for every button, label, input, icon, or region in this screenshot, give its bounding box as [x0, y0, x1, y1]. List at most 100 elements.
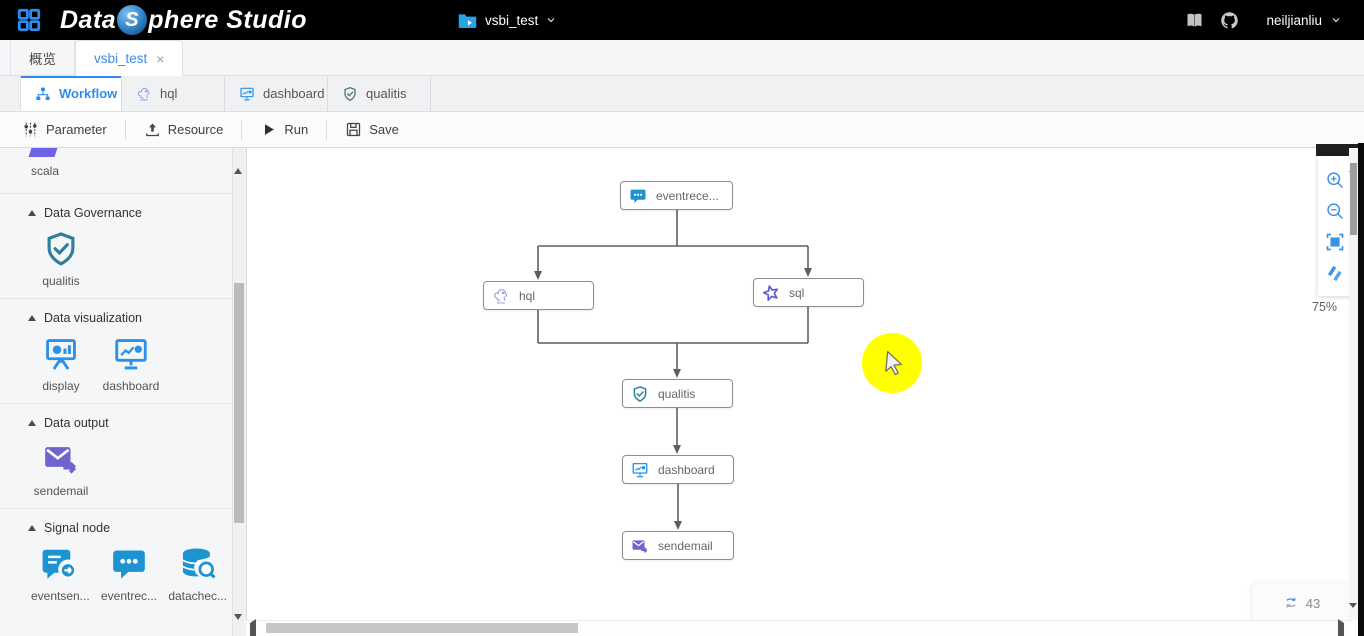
hive-icon	[492, 287, 510, 305]
section-title: Data visualization	[44, 311, 142, 325]
section-title: Signal node	[44, 521, 111, 535]
section-data-visualization[interactable]: Data visualization	[0, 299, 232, 329]
app-grid-menu-icon[interactable]	[16, 7, 42, 33]
resource-button[interactable]: Resource	[140, 121, 228, 138]
tab-overview[interactable]: 概览	[10, 40, 75, 75]
collapse-caret-icon	[28, 525, 36, 531]
parameter-button[interactable]: Parameter	[18, 121, 111, 138]
bubble-dots-icon	[629, 187, 647, 205]
palette-item-sendemail[interactable]: sendemail	[26, 440, 96, 498]
palette-item-eventsender[interactable]: eventsen...	[26, 545, 95, 603]
logo-text-1: Data	[60, 5, 117, 34]
workflow-node-qualitis[interactable]: qualitis	[622, 379, 733, 408]
sliders-icon	[22, 121, 39, 138]
workflow-node-sql[interactable]: sql	[753, 278, 864, 307]
sidebar-scroll-down-arrow[interactable]	[234, 614, 242, 636]
palette-item-dashboard[interactable]: dashboard	[96, 335, 166, 393]
canvas-scroll-right-arrow[interactable]	[1338, 619, 1344, 636]
zoom-level: 75%	[1312, 300, 1338, 314]
auto-layout-icon[interactable]	[1325, 263, 1345, 283]
tab-dashboard-label: dashboard	[263, 86, 325, 101]
tab-qualitis[interactable]: qualitis	[328, 76, 431, 111]
node-label: sendemail	[658, 538, 713, 553]
resource-label: Resource	[167, 122, 224, 137]
tab-vsbi-test[interactable]: vsbi_test ×	[75, 40, 184, 76]
tab-hql[interactable]: hql	[122, 76, 225, 111]
project-name: vsbi_test	[484, 12, 539, 28]
save-button[interactable]: Save	[341, 121, 403, 138]
section-title: Data output	[44, 416, 109, 430]
canvas-scroll-left-arrow[interactable]	[250, 619, 256, 636]
zoom-out-icon[interactable]	[1325, 201, 1345, 221]
node-label: dashboard	[658, 462, 715, 477]
run-button[interactable]: Run	[256, 121, 312, 138]
hive-icon	[136, 86, 152, 102]
node-label: eventrece...	[656, 188, 719, 203]
monitor-chart-icon	[631, 461, 649, 479]
workflow-node-hql[interactable]: hql	[483, 281, 594, 310]
canvas-zoom-panel	[1318, 156, 1352, 296]
palette-item-label: datachec...	[168, 589, 228, 603]
username: neiljianliu	[1266, 12, 1322, 28]
zoom-in-icon[interactable]	[1325, 170, 1345, 190]
mouse-cursor-icon	[884, 350, 906, 378]
tab-dashboard[interactable]: dashboard	[225, 76, 328, 111]
version-counter-card[interactable]: 43	[1252, 583, 1350, 623]
palette-item-label: sendemail	[33, 484, 89, 498]
tab-workflow-label: Workflow	[59, 86, 118, 101]
parameter-label: Parameter	[46, 122, 107, 137]
sidebar-scroll-up-arrow[interactable]	[234, 151, 242, 174]
monitor-chart-icon	[112, 335, 150, 373]
docs-book-icon[interactable]	[1184, 10, 1205, 31]
org-chart-icon	[35, 86, 51, 102]
collapse-caret-icon	[28, 210, 36, 216]
shield-check-icon	[631, 385, 649, 403]
canvas-vertical-scrollbar-thumb[interactable]	[1350, 163, 1357, 235]
user-menu[interactable]: neiljianliu	[1266, 13, 1342, 28]
database-search-icon	[179, 545, 217, 583]
section-data-governance[interactable]: Data Governance	[0, 194, 232, 224]
fit-screen-icon[interactable]	[1325, 232, 1345, 252]
node-palette-sidebar: scala Data Governance qualitis Data visu…	[0, 148, 232, 636]
tab-hql-label: hql	[160, 86, 178, 101]
workflow-node-sendemail[interactable]: sendemail	[622, 531, 734, 560]
tab-vsbi-test-label: vsbi_test	[94, 51, 148, 66]
chevron-down-icon	[545, 14, 557, 26]
shield-check-icon	[42, 230, 80, 268]
workflow-node-dashboard[interactable]: dashboard	[622, 455, 734, 484]
window-edge	[1358, 143, 1364, 636]
monitor-chart-icon	[239, 86, 255, 102]
palette-item-label: eventsen...	[30, 589, 90, 603]
workflow-node-eventreceiver[interactable]: eventrece...	[620, 181, 733, 210]
tab-workflow[interactable]: Workflow	[21, 76, 122, 111]
workflow-canvas[interactable]	[246, 148, 1349, 620]
palette-item-datachecker[interactable]: datachec...	[163, 545, 232, 603]
palette-item-qualitis[interactable]: qualitis	[26, 230, 96, 288]
project-selector[interactable]: vsbi_test	[457, 10, 557, 31]
node-label: sql	[789, 285, 805, 300]
close-icon[interactable]: ×	[156, 50, 165, 67]
logo-text-2: phere Studio	[148, 5, 307, 34]
spark-star-icon	[762, 284, 780, 302]
palette-item-scala-label[interactable]: scala	[30, 164, 59, 178]
github-icon[interactable]	[1219, 10, 1240, 31]
section-data-output[interactable]: Data output	[0, 404, 232, 434]
canvas-vertical-scrollbar[interactable]	[1349, 148, 1358, 620]
save-label: Save	[369, 122, 399, 137]
palette-item-eventreceiver[interactable]: eventrec...	[95, 545, 164, 603]
section-signal-node[interactable]: Signal node	[0, 509, 232, 539]
logo-sphere-icon: S	[117, 5, 148, 35]
palette-item-display[interactable]: display	[26, 335, 96, 393]
tab-qualitis-label: qualitis	[366, 86, 407, 101]
sidebar-scrollbar-thumb[interactable]	[234, 283, 244, 523]
app-logo: Data S phere Studio	[60, 5, 307, 35]
swap-arrows-icon	[1282, 594, 1300, 612]
canvas-horizontal-scrollbar-thumb[interactable]	[266, 623, 578, 633]
collapse-caret-icon	[28, 420, 36, 426]
project-folder-icon	[457, 10, 478, 31]
scala-icon[interactable]	[28, 148, 58, 157]
mail-send-icon	[42, 440, 80, 478]
collapse-caret-icon	[28, 315, 36, 321]
canvas-scroll-down-arrow[interactable]	[1349, 603, 1357, 626]
